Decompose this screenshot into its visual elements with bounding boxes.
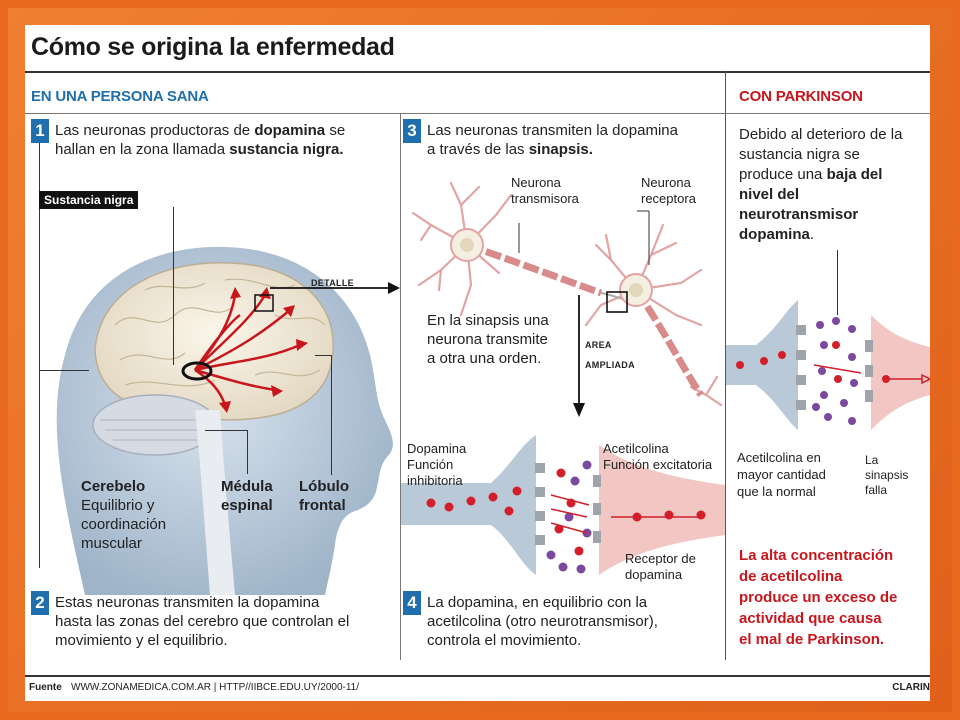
dopamine-receptor-label: Receptor de dopamina	[625, 551, 696, 582]
neurons-illustration	[411, 181, 723, 407]
step-1-badge: 1	[31, 119, 49, 143]
step-1-leader	[39, 143, 40, 568]
substantia-nigra-tag: Sustancia nigra	[39, 191, 139, 209]
dopamine-label: Dopamina Función inhibitoria	[407, 441, 467, 488]
publisher-credit: CLARIN	[892, 682, 930, 693]
spinal-cord-shape	[195, 410, 235, 595]
section-parkinson-heading: CON PARKINSON	[739, 88, 863, 105]
parkinson-synapse	[726, 300, 930, 430]
frontal-leader	[331, 355, 332, 475]
healthy-rule-right	[400, 113, 725, 114]
synapse-explanation: En la sinapsis una neurona transmite a o…	[427, 312, 549, 367]
step-3-text: Las neuronas transmiten la dopamina a tr…	[427, 122, 678, 158]
substantia-nigra-marker	[181, 361, 213, 381]
step-4-text: La dopamina, en equilibrio con la acetil…	[427, 594, 658, 649]
zoom-arrow	[573, 295, 585, 417]
healthy-rule-left	[25, 113, 400, 114]
acetylcholine-label: Acetilcolina Función excitatoria	[603, 441, 713, 472]
step-1-text: Las neuronas productoras de dopamina se …	[55, 122, 346, 158]
parkinson-conclusion: La alta concentración de acetilcolina pr…	[739, 547, 898, 648]
dopamine-leader	[837, 250, 838, 315]
synapse-zoom-box	[606, 291, 628, 313]
cerebellum-label: Cerebelo Equilibrio y coordinación muscu…	[81, 478, 167, 552]
healthy-synapse	[401, 435, 725, 575]
detail-label: DETALLE	[311, 278, 354, 288]
nigra-leader	[173, 207, 174, 365]
step-2-text: Estas neuronas transmiten la dopamina ha…	[55, 594, 350, 649]
source-label: Fuente	[29, 682, 62, 693]
parkinson-acetylcholine-label: Acetilcolina en mayor cantidad que la no…	[737, 450, 826, 499]
brain-illustration	[56, 246, 393, 595]
section-healthy-heading: EN UNA PERSONA SANA	[31, 88, 209, 105]
title-rule	[25, 71, 930, 73]
parkinson-rule	[725, 113, 930, 114]
frontal-leader-h	[315, 355, 331, 356]
detail-arrow	[270, 282, 400, 294]
spinal-leader	[247, 430, 248, 474]
source-text: WWW.ZONAMEDICA.COM.AR | HTTP//IIBCE.EDU.…	[71, 682, 360, 693]
step-4-badge: 4	[403, 591, 421, 615]
step-1-leader-h	[39, 370, 89, 371]
step-2-badge: 2	[31, 591, 49, 615]
parkinson-intro: Debido al deterioro de la sustancia nigr…	[739, 126, 903, 243]
infographic-title: Cómo se origina la enfermedad	[31, 33, 395, 61]
infographic: Cómo se origina la enfermedad EN UNA PER…	[25, 25, 930, 701]
detail-box	[254, 294, 274, 312]
step-3-badge: 3	[403, 119, 421, 143]
panel-divider-1	[400, 113, 401, 660]
synapse-fails-label: La sinapsis falla	[865, 453, 909, 497]
panel-divider-2	[725, 71, 726, 660]
spinal-leader-h	[205, 430, 247, 431]
source-footer: Fuente WWW.ZONAMEDICA.COM.AR | HTTP//IIB…	[25, 675, 930, 701]
